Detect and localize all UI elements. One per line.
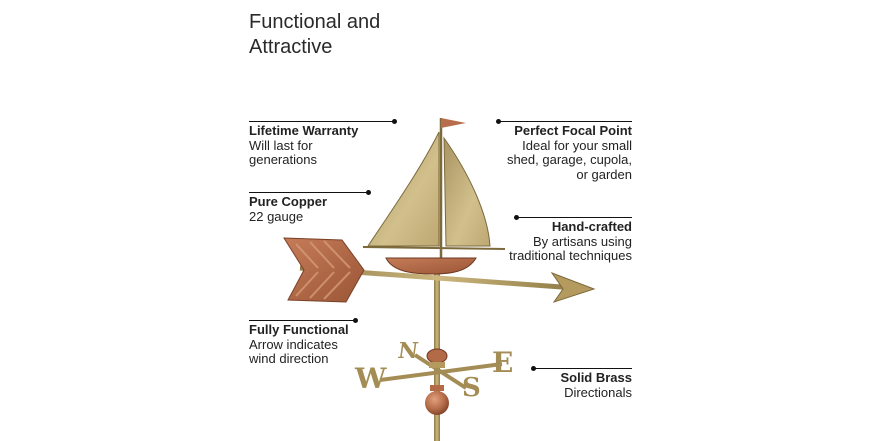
main-sail — [367, 131, 440, 247]
ball-ring — [430, 385, 444, 391]
rod-collar — [429, 362, 445, 368]
brass-collar — [426, 348, 448, 364]
callout-title: Pure Copper — [249, 194, 328, 209]
callout-desc-line: Arrow indicates — [249, 336, 338, 352]
hull — [385, 257, 477, 275]
page-title: Functional and Attractive — [249, 10, 380, 60]
callout-desc-line: traditional techniques — [509, 248, 632, 263]
leader-fully-functional — [249, 318, 358, 323]
callout-desc-line: Directionals — [564, 384, 632, 400]
directional-arm-ns — [413, 353, 468, 390]
callout-desc-line: Will last for — [249, 137, 313, 153]
leader-perfect-focal-point — [496, 119, 632, 124]
callout-lifetime-warranty: Lifetime Warranty Will last for generati… — [249, 123, 359, 168]
callout-desc-line: wind direction — [249, 351, 329, 366]
callout-hand-crafted: Hand-crafted By artisans using tradition… — [509, 219, 632, 264]
callout-desc-line: or garden — [576, 166, 632, 182]
leader-solid-brass — [531, 366, 632, 371]
feather-stripes — [295, 240, 351, 300]
callout-fully-functional: Fully Functional Arrow indicates wind di… — [249, 322, 349, 367]
leader-pure-copper — [249, 190, 371, 195]
arrow-tail-feather — [283, 237, 365, 303]
callout-desc-line: generations — [249, 152, 317, 167]
leader-hand-crafted — [514, 215, 632, 220]
callout-title: Solid Brass — [560, 370, 632, 385]
callout-desc-line: By artisans using — [533, 233, 632, 249]
callout-title: Perfect Focal Point — [514, 123, 632, 138]
callout-title: Fully Functional — [249, 322, 349, 337]
callout-title: Lifetime Warranty — [249, 123, 359, 138]
pennant-flag — [441, 118, 466, 128]
copper-ball — [425, 391, 449, 415]
callout-desc-line: Ideal for your small — [522, 137, 632, 153]
leader-lifetime-warranty — [249, 119, 397, 124]
letter-s: S — [462, 373, 481, 403]
jib-sail — [443, 136, 491, 247]
letter-w: W — [355, 362, 387, 395]
callout-solid-brass: Solid Brass Directionals — [560, 370, 632, 400]
callout-pure-copper: Pure Copper 22 gauge — [249, 194, 328, 224]
letter-n: N — [396, 338, 420, 364]
title-line-1: Functional and — [249, 11, 381, 33]
letter-e: E — [492, 346, 514, 379]
callout-desc-line: 22 gauge — [249, 208, 304, 224]
boom — [362, 246, 506, 250]
callout-perfect-focal-point: Perfect Focal Point Ideal for your small… — [506, 123, 632, 182]
arrow-head — [550, 271, 596, 303]
callout-title: Hand-crafted — [551, 219, 632, 234]
title-line-2: Attractive — [249, 36, 333, 58]
callout-desc-line: shed, garage, cupola, — [506, 152, 632, 167]
